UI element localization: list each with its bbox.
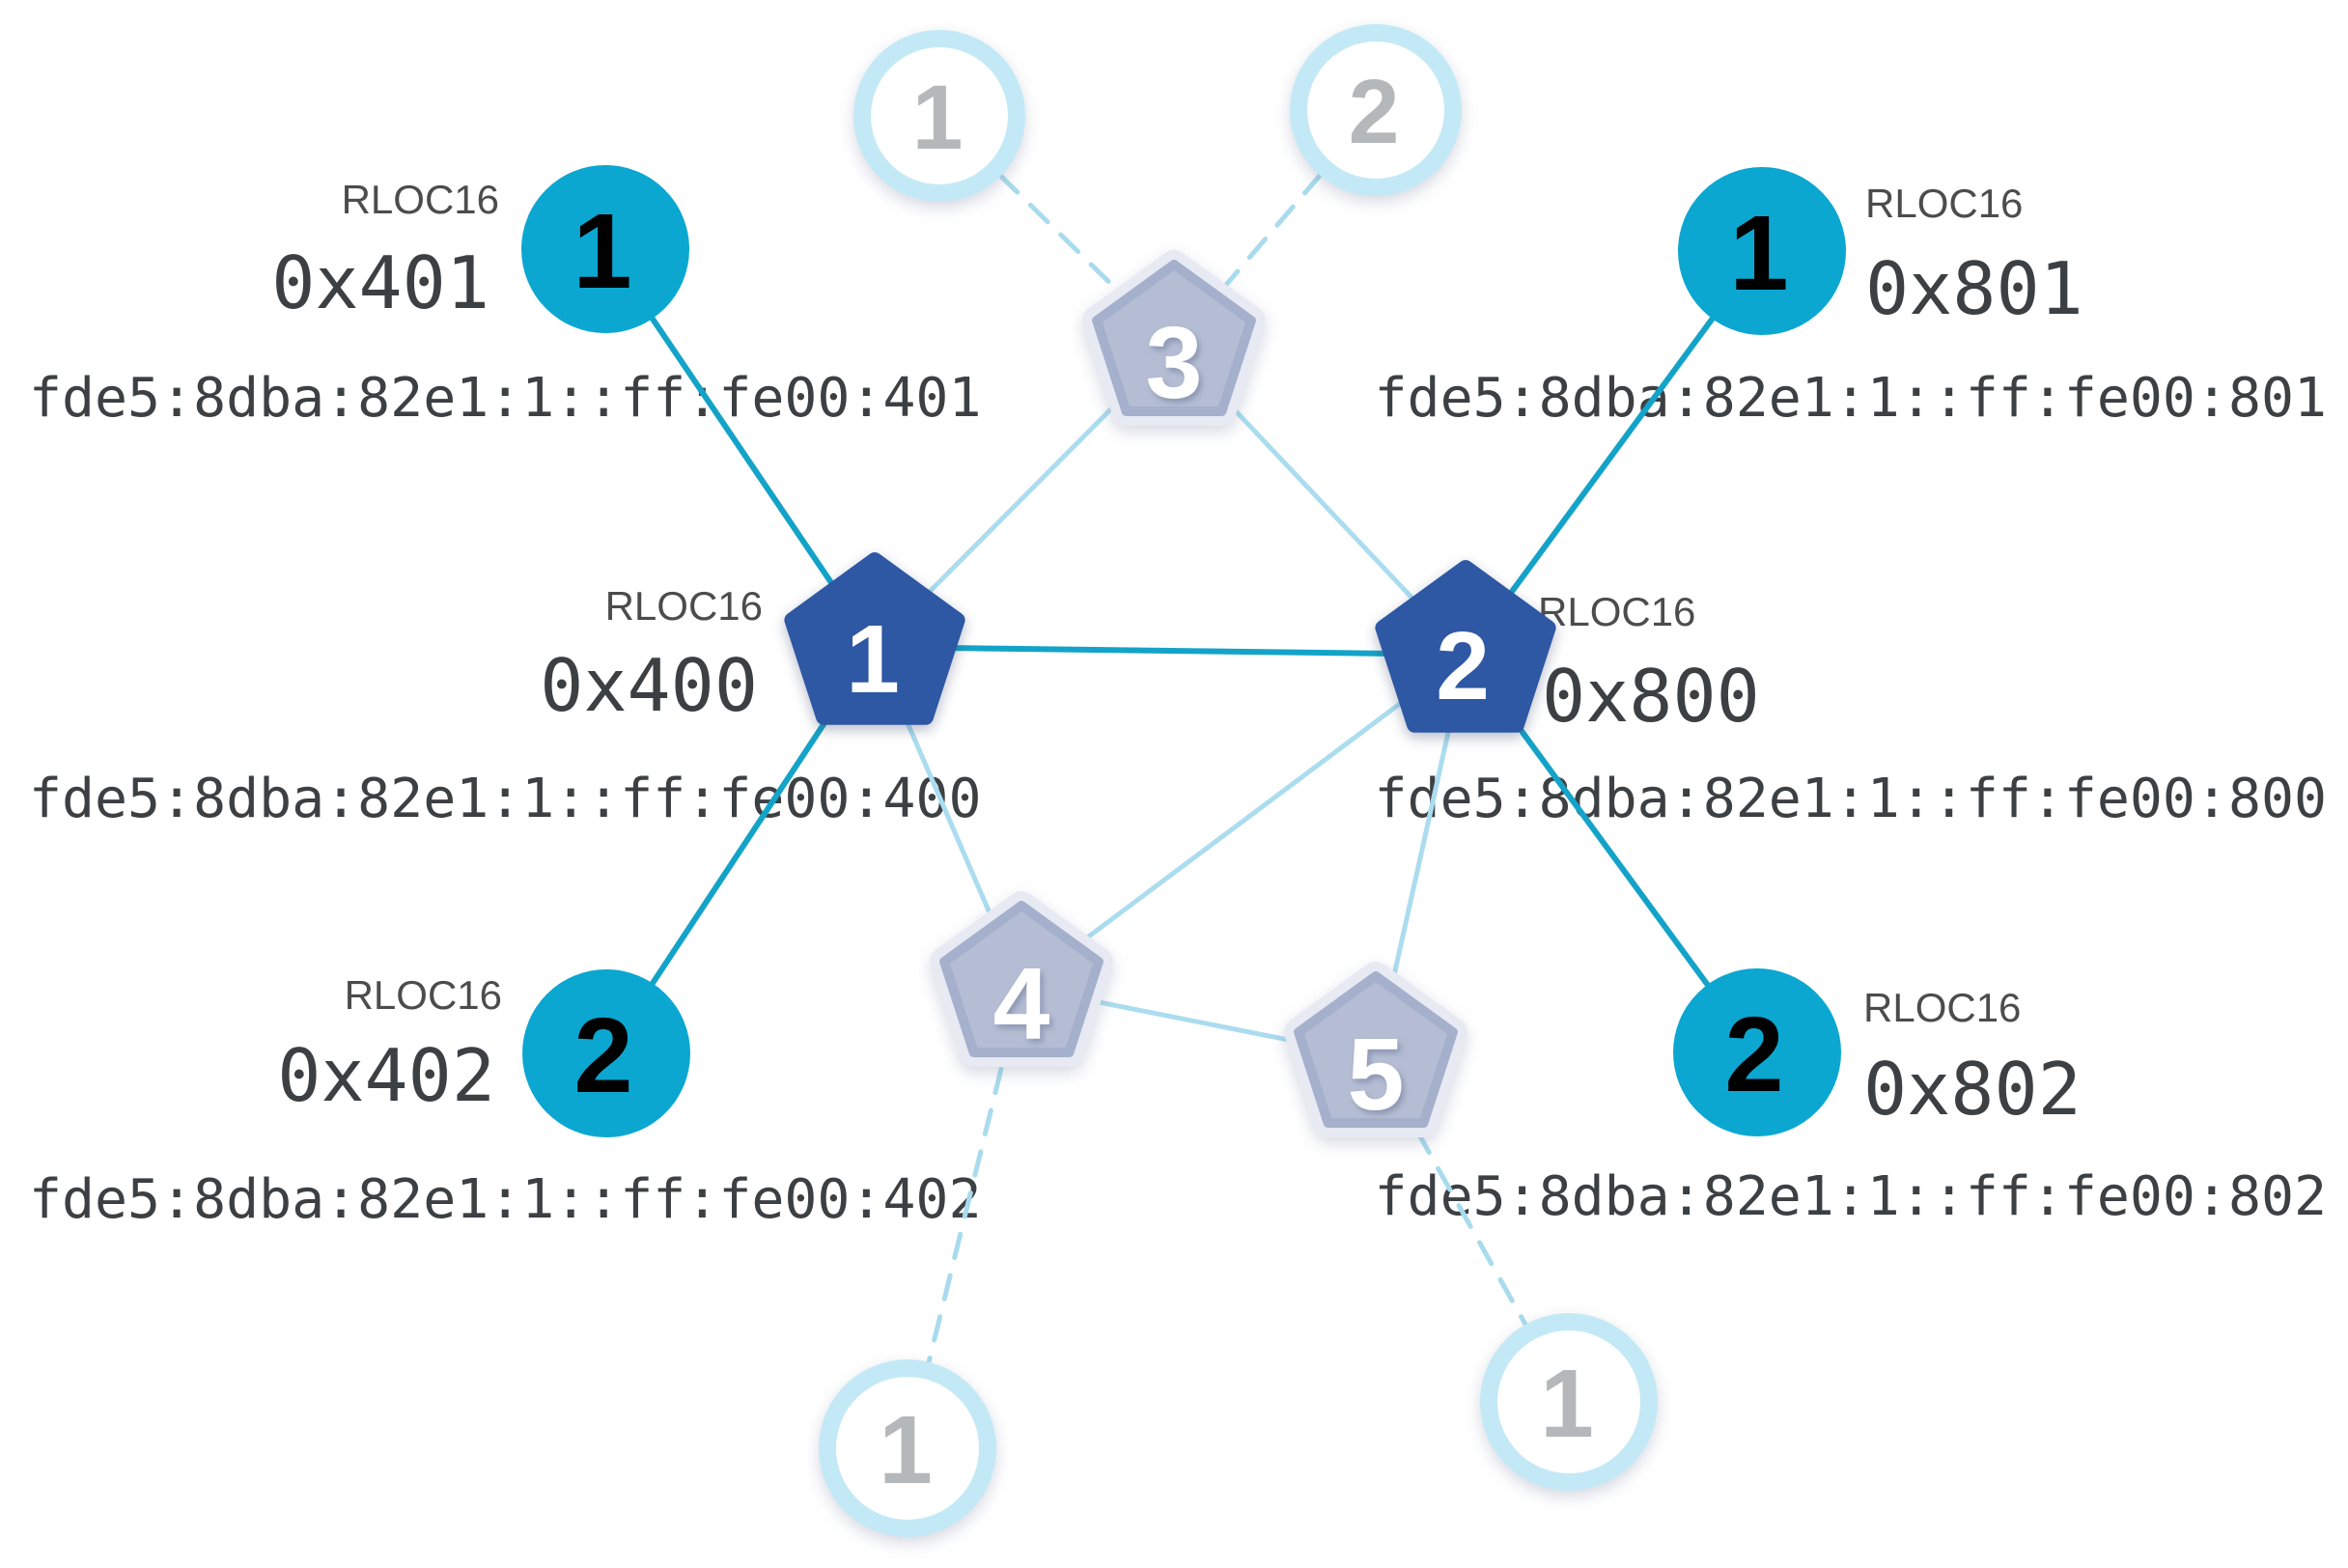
rloc-value-router1: 0x400 bbox=[540, 643, 758, 728]
child802-number: 2 bbox=[1724, 995, 1783, 1114]
router2-number: 2 bbox=[1436, 612, 1490, 720]
faded-child-bottom-left-number: 1 bbox=[879, 1396, 933, 1504]
rloc16-label-child802: RLOC16 bbox=[1863, 985, 2021, 1030]
faded-router3-number: 3 bbox=[1146, 306, 1203, 420]
ipv6-address-child402: fde5:8dba:82e1:1::ff:fe00:402 bbox=[29, 1168, 981, 1231]
pentagon-shape bbox=[1092, 260, 1256, 416]
faded-child-top1-circle: 1 bbox=[853, 30, 1025, 202]
ipv6-address-child801: fde5:8dba:82e1:1::ff:fe00:801 bbox=[1375, 367, 2327, 430]
rloc-value-router2: 0x800 bbox=[1542, 654, 1760, 739]
active-nodes: 1 2 1 2 1 2 bbox=[521, 165, 1846, 1137]
child401-circle: 1 bbox=[521, 165, 689, 333]
child402-circle: 2 bbox=[522, 969, 690, 1137]
router1-pentagon: 1 bbox=[784, 552, 965, 725]
rloc16-label-child401: RLOC16 bbox=[342, 177, 499, 222]
faded-child-top2-circle: 2 bbox=[1290, 24, 1462, 196]
node-labels: RLOC16 0x401 fde5:8dba:82e1:1::ff:fe00:4… bbox=[29, 177, 2327, 1231]
pentagon-shape bbox=[1294, 971, 1458, 1128]
child802-circle: 2 bbox=[1673, 968, 1841, 1136]
faded-router3-pentagon: 3 bbox=[1082, 250, 1266, 426]
faded-router5-pentagon: 5 bbox=[1284, 962, 1468, 1137]
faded-router4-number: 4 bbox=[993, 947, 1050, 1061]
child801-number: 1 bbox=[1729, 194, 1788, 313]
faded-child-top2-number: 2 bbox=[1349, 61, 1400, 163]
router1-number: 1 bbox=[846, 605, 900, 714]
faded-nodes: 1 2 3 4 5 1 1 bbox=[819, 24, 1658, 1537]
rloc-value-child402: 0x402 bbox=[277, 1033, 495, 1118]
ipv6-address-child802: fde5:8dba:82e1:1::ff:fe00:802 bbox=[1375, 1165, 2327, 1228]
link-router2-router4 bbox=[1020, 652, 1468, 990]
child402-number: 2 bbox=[573, 996, 632, 1115]
pentagon-shape bbox=[784, 552, 965, 725]
ipv6-address-router1: fde5:8dba:82e1:1::ff:fe00:400 bbox=[29, 768, 981, 830]
child801-circle: 1 bbox=[1678, 167, 1846, 335]
faded-child-bottom-left-circle: 1 bbox=[819, 1359, 996, 1537]
faded-child-circle bbox=[1480, 1313, 1658, 1491]
ipv6-address-child401: fde5:8dba:82e1:1::ff:fe00:401 bbox=[29, 367, 981, 430]
faded-child-top1-number: 1 bbox=[912, 67, 964, 169]
faded-child-circle bbox=[819, 1359, 996, 1537]
child-circle bbox=[521, 165, 689, 333]
faded-router5-number: 5 bbox=[1348, 1018, 1405, 1132]
child-circle bbox=[522, 969, 690, 1137]
ipv6-address-router2: fde5:8dba:82e1:1::ff:fe00:800 bbox=[1375, 768, 2327, 830]
rloc16-label-child801: RLOC16 bbox=[1865, 181, 2023, 226]
pentagon-shape bbox=[939, 901, 1104, 1057]
child401-number: 1 bbox=[573, 192, 631, 311]
link-router1-router2 bbox=[874, 644, 1467, 658]
pentagon-shape bbox=[1375, 560, 1556, 733]
rloc16-label-router1: RLOC16 bbox=[605, 583, 763, 629]
child-circle bbox=[1673, 968, 1841, 1136]
rloc-value-child801: 0x801 bbox=[1865, 246, 2083, 331]
rloc16-label-router2: RLOC16 bbox=[1538, 589, 1695, 634]
faded-child-bottom-right-circle: 1 bbox=[1480, 1313, 1658, 1491]
child-circle bbox=[1678, 167, 1846, 335]
faded-child-circle bbox=[853, 30, 1025, 202]
router2-pentagon: 2 bbox=[1375, 560, 1556, 733]
rloc16-label-child402: RLOC16 bbox=[345, 972, 502, 1018]
faded-child-circle bbox=[1290, 24, 1462, 196]
faded-router4-pentagon: 4 bbox=[930, 891, 1113, 1067]
rloc-value-child401: 0x401 bbox=[271, 240, 489, 325]
faded-child-bottom-right-number: 1 bbox=[1540, 1350, 1594, 1458]
rloc-value-child802: 0x802 bbox=[1863, 1047, 2082, 1132]
